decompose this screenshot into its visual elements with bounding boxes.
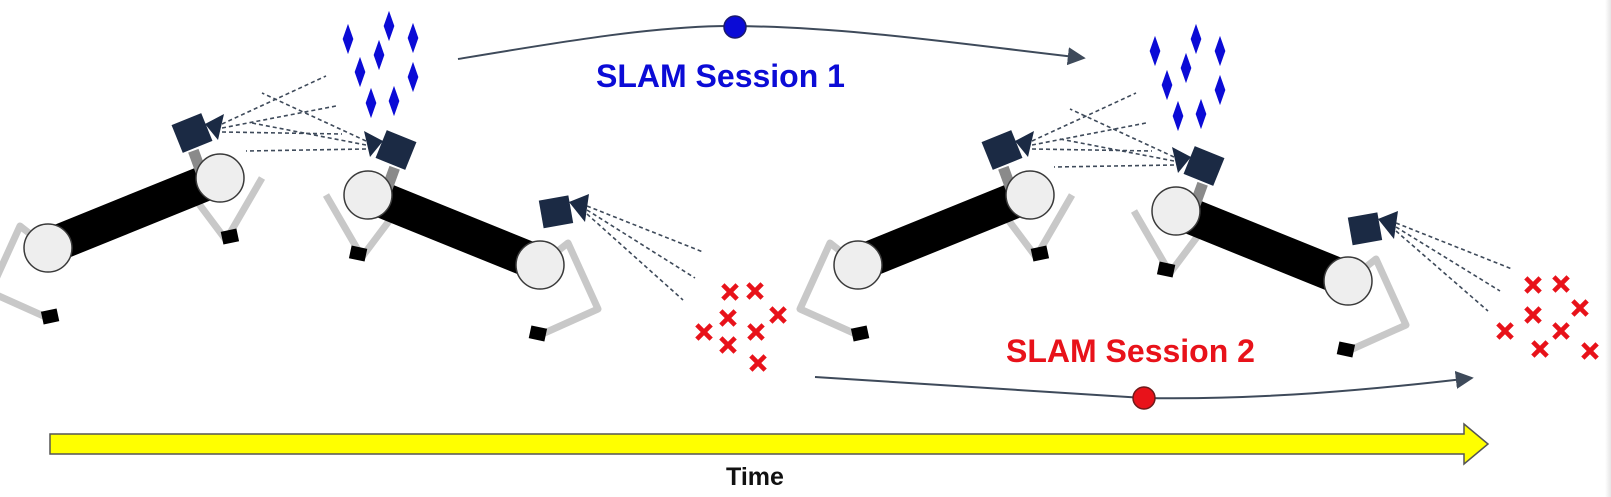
session1-trajectory [457, 24, 1086, 66]
landmarks-session2-a [694, 281, 788, 373]
landmarks-session1-b [1148, 21, 1227, 134]
page-edge [1605, 0, 1611, 497]
time-label: Time [726, 463, 784, 491]
landmarks-session1-a [341, 8, 420, 121]
session1-label: SLAM Session 1 [596, 58, 845, 94]
session2-marker [1132, 386, 1156, 410]
landmarks-session2-b [1495, 274, 1600, 361]
camera-icon [538, 194, 704, 301]
session1-marker [723, 15, 747, 39]
robot-icon [800, 93, 1152, 342]
time-arrow [49, 422, 1490, 466]
camera-icon [1347, 211, 1513, 312]
session2-label: SLAM Session 2 [1006, 333, 1255, 369]
robot-icon [0, 76, 342, 325]
